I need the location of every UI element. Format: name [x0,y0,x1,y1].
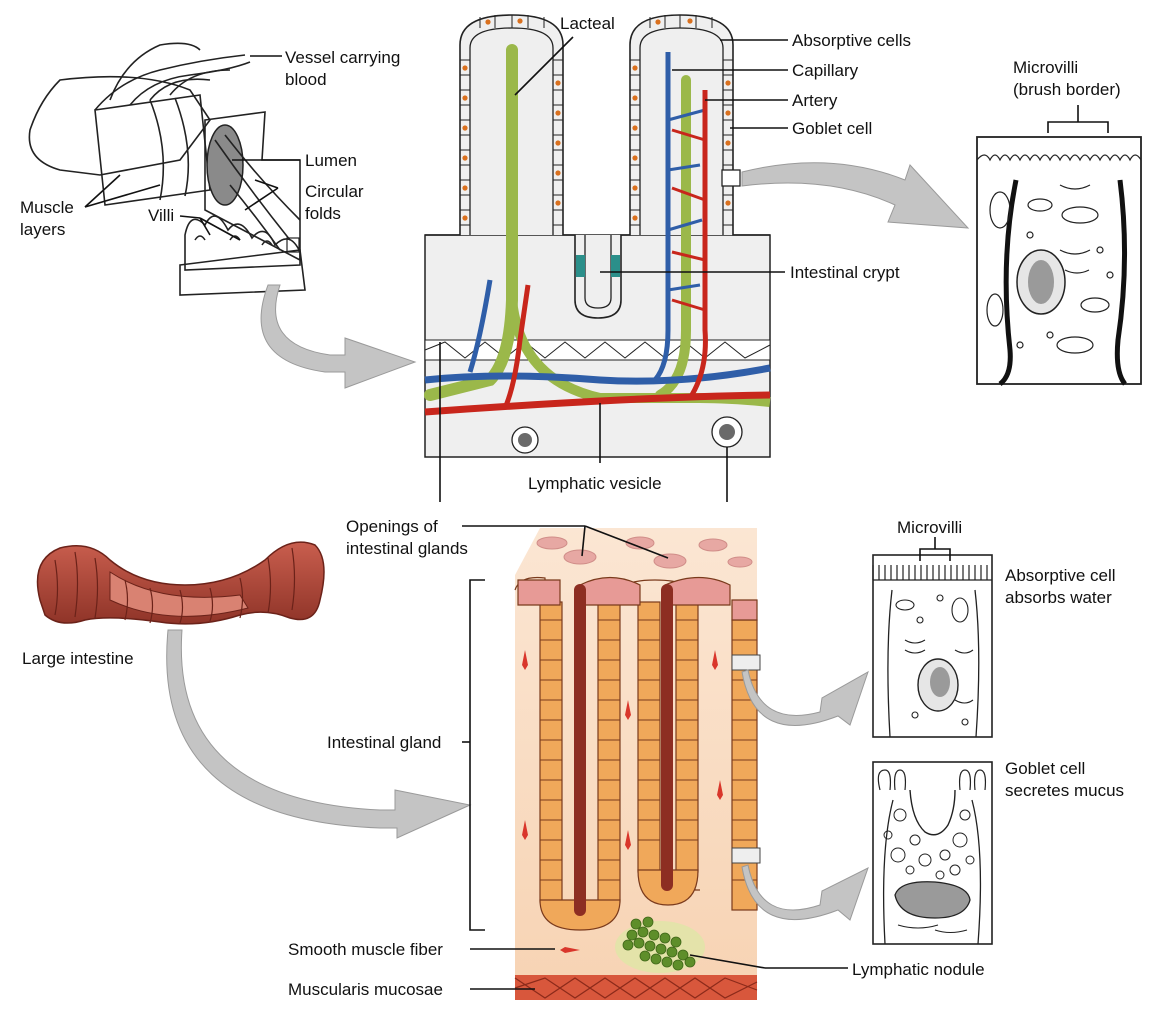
label-microvilli-brush-border: Microvilli (brush border) [1013,58,1121,99]
label-absorptive-cell-absorbs-water: Absorptive cell absorbs water [1005,566,1116,607]
arrow-to-villus [260,284,417,389]
svg-text:Lacteal: Lacteal [560,14,615,33]
svg-text:Smooth muscle fiber: Smooth muscle fiber [288,940,443,959]
arrow-to-absorptive-cell [741,162,970,229]
svg-text:Villi: Villi [148,206,174,225]
svg-text:Lymphatic vesicle: Lymphatic vesicle [528,474,662,493]
svg-text:Absorptive cells: Absorptive cells [792,31,911,50]
svg-text:Lymphatic nodule: Lymphatic nodule [852,960,985,979]
label-smooth-muscle-fiber: Smooth muscle fiber [288,940,555,959]
svg-text:Microvilli: Microvilli [1013,58,1078,77]
svg-text:Intestinal gland: Intestinal gland [327,733,441,752]
label-large-intestine: Large intestine [22,649,134,668]
intestinal-gland-block [514,528,761,1000]
svg-text:absorbs water: absorbs water [1005,588,1112,607]
svg-text:(brush border): (brush border) [1013,80,1121,99]
absorptive-cell-top [976,105,1142,386]
svg-text:intestinal glands: intestinal glands [346,539,468,558]
label-goblet-cell: Goblet cell [730,119,872,138]
svg-text:Capillary: Capillary [792,61,859,80]
label-intestinal-crypt: Intestinal crypt [600,263,900,282]
label-intestinal-gland: Intestinal gland [327,579,485,931]
label-lumen: Lumen [232,151,357,170]
svg-text:Lumen: Lumen [305,151,357,170]
svg-text:Microvilli: Microvilli [897,518,962,537]
svg-text:Intestinal crypt: Intestinal crypt [790,263,900,282]
label-lacteal: Lacteal [514,14,615,96]
label-muscularis-mucosae: Muscularis mucosae [288,980,535,999]
label-artery: Artery [705,91,838,110]
small-intestine-segment [28,42,306,296]
villus-cross-section [424,14,771,458]
svg-text:Vessel carrying: Vessel carrying [285,48,400,67]
arrow-to-goblet-cell [741,864,869,921]
label-microvilli: Microvilli [897,518,962,537]
svg-text:Openings of: Openings of [346,517,438,536]
label-absorptive-cells: Absorptive cells [720,31,911,50]
large-intestine [36,541,325,625]
svg-text:Goblet cell: Goblet cell [1005,759,1085,778]
label-circular-folds: Circular folds [244,179,364,223]
label-vessel-carrying-blood: Vessel carrying blood [250,48,400,89]
svg-text:Goblet cell: Goblet cell [792,119,872,138]
svg-text:blood: blood [285,70,327,89]
arrow-to-intestinal-gland [166,629,472,839]
label-goblet-cell-secretes-mucus: Goblet cell secretes mucus [1005,759,1124,800]
svg-text:Muscle: Muscle [20,198,74,217]
goblet-cell [872,761,993,945]
svg-text:Circular: Circular [305,182,364,201]
label-muscle-layers: Muscle layers [20,174,161,239]
label-capillary: Capillary [672,61,859,80]
label-openings-of-intestinal-glands: Openings of intestinal glands [346,517,669,559]
label-villi: Villi [148,206,241,241]
svg-text:layers: layers [20,220,65,239]
label-lymphatic-vesicle: Lymphatic vesicle [528,403,662,493]
svg-text:folds: folds [305,204,341,223]
label-lymphatic-nodule: Lymphatic nodule [689,954,985,979]
absorptive-cell-bottom [872,537,993,738]
svg-text:Artery: Artery [792,91,838,110]
svg-text:Large intestine: Large intestine [22,649,134,668]
svg-text:secretes mucus: secretes mucus [1005,781,1124,800]
svg-text:Absorptive cell: Absorptive cell [1005,566,1116,585]
arrow-to-absorptive-cell-bottom [741,669,869,726]
svg-text:Muscularis mucosae: Muscularis mucosae [288,980,443,999]
